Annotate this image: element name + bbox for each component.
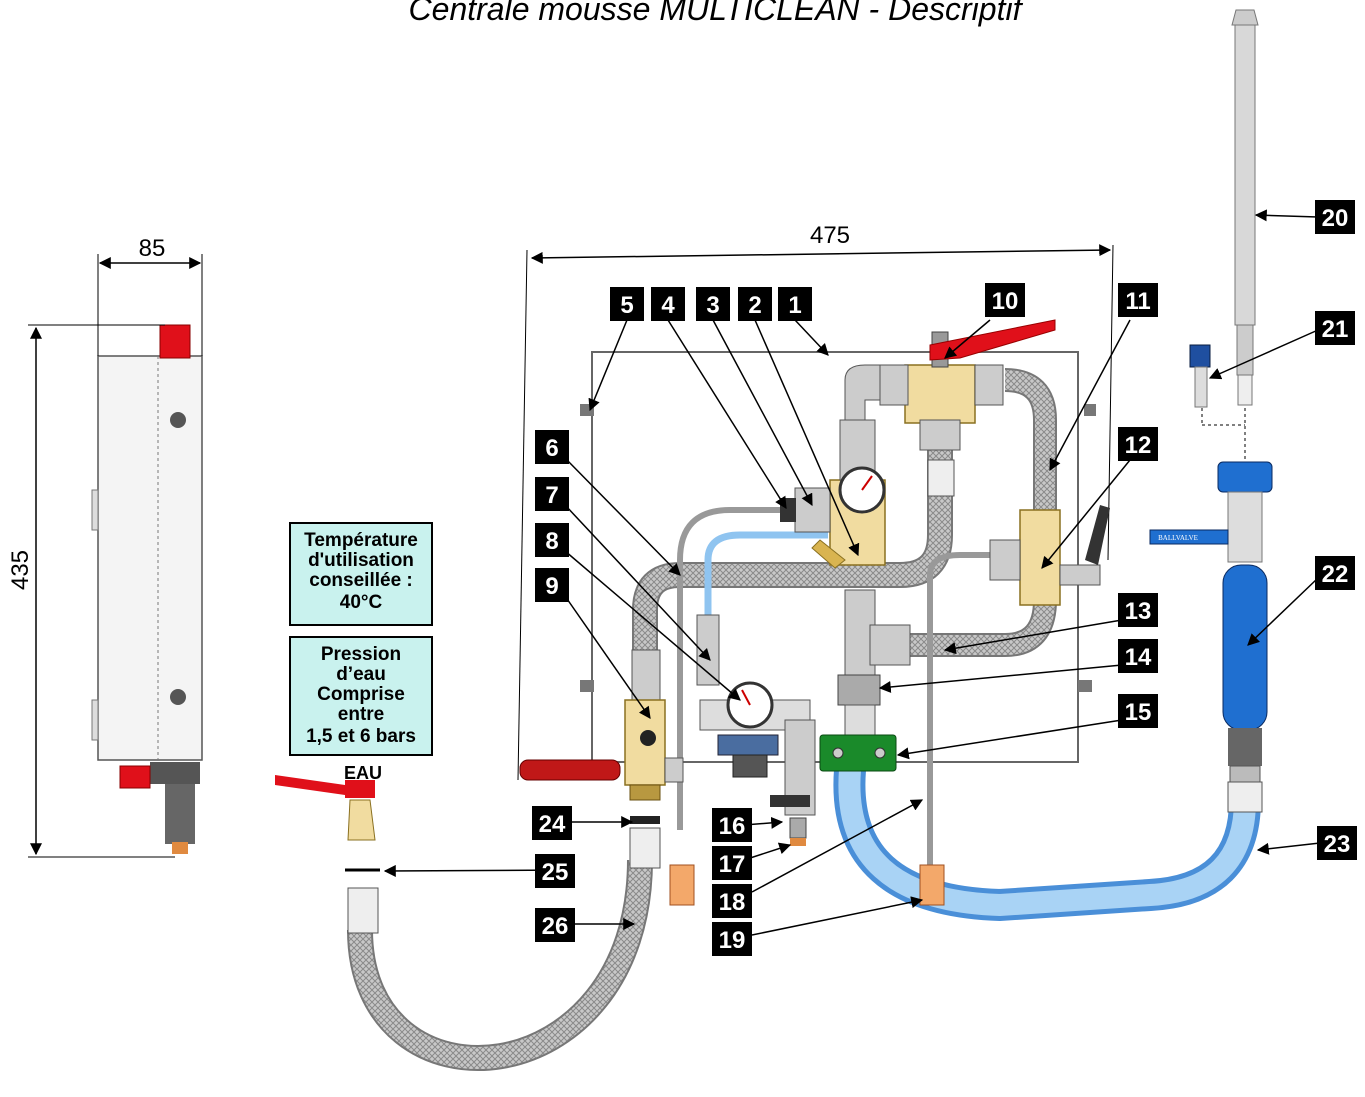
tag-15: 15 [1118,694,1158,728]
tag-6-label: 6 [545,435,558,462]
nozzle-icon [1189,344,1211,368]
tag-17-label: 17 [719,851,746,878]
depth-dimension: 85 [97,235,203,356]
tag-19: 19 [712,922,752,956]
tag-14-label: 14 [1125,644,1152,671]
tag-10-label: 10 [992,288,1019,315]
tag-19-label: 19 [719,927,746,954]
tag-26: 26 [535,908,575,942]
tag-9: 9 [535,568,569,602]
pressure-info-box: Pression d’eau Comprise entre 1,5 et 6 b… [289,636,433,756]
temperature-line-1: Température [304,530,418,551]
tag-12: 12 [1118,427,1158,461]
height-label: 435 [7,550,34,590]
suction-tube-right [927,552,1020,880]
tag-25-label: 25 [542,859,569,886]
pressure-line-2: d’eau [336,664,386,685]
tag-11-label: 11 [1125,288,1150,315]
tag-25: 25 [535,854,575,888]
tag-16: 16 [712,808,752,842]
pressure-line-3: Comprise [317,684,405,705]
ballvalve-label: BALLVALVE [1158,534,1198,542]
height-dimension: 435 [7,324,175,858]
tag-21-label: 21 [1322,316,1349,343]
pressure-line-5: 1,5 et 6 bars [306,726,416,747]
tag-6: 6 [535,430,569,464]
tag-2-label: 2 [748,292,761,319]
tag-9-label: 9 [545,573,558,600]
width-label: 475 [810,222,850,249]
tag-7-label: 7 [545,482,558,509]
tag-5-label: 5 [620,292,633,319]
tag-3: 3 [696,287,730,321]
tag-23-label: 23 [1324,831,1351,858]
page-title: Centrale mousse MULTICLEAN - Descriptif [409,0,1025,27]
width-dimension: 4 7 5 [517,222,1114,781]
tag-20-label: 20 [1322,205,1349,232]
tag-7: 7 [535,477,569,511]
blue-air-tube [704,531,828,620]
temperature-line-4: 40°C [340,592,383,613]
depth-label: 85 [139,235,166,262]
temperature-info-box: Température d'utilisation conseillée : 4… [289,522,433,626]
pressure-line-1: Pression [321,644,401,665]
leader-lines [383,209,1321,936]
tag-22-label: 22 [1322,561,1349,588]
tag-13-label: 13 [1125,598,1152,625]
ballvalve-handle-icon [1149,529,1229,545]
tag-17: 17 [712,846,752,880]
tag-23: 23 [1317,826,1357,860]
tag-26-label: 26 [542,913,569,940]
braided-hose-main [634,450,951,680]
tag-12-label: 12 [1125,432,1152,459]
tag-5: 5 [610,287,644,321]
tag-14: 14 [1118,639,1158,673]
temperature-line-3: conseillée : [309,570,413,591]
tag-10: 10 [985,283,1025,317]
tag-4-label: 4 [661,292,675,319]
tag-24: 24 [532,806,572,840]
tag-1-label: 1 [788,292,801,319]
tag-18-label: 18 [719,889,746,916]
suction-tube-left [677,507,800,830]
braided-hose-right [1004,370,1055,515]
tag-15-label: 15 [1125,699,1152,726]
tag-21: 21 [1315,311,1355,345]
foam-lance-tube [1234,24,1256,326]
eau-label: EAU [344,763,382,783]
tag-22: 22 [1315,556,1355,590]
green-bracket [819,734,897,772]
tag-20: 20 [1315,200,1355,234]
filter-left [669,864,695,906]
pressure-line-4: entre [338,704,384,725]
lance-grip [1222,564,1268,731]
main-valve-handle-icon [929,319,1056,361]
tag-4: 4 [651,287,685,321]
tag-3-label: 3 [706,292,719,319]
tag-13: 13 [1118,593,1158,627]
tag-24-label: 24 [539,811,566,838]
red-handle-icon [159,324,191,359]
tag-8-label: 8 [545,528,558,555]
temperature-line-2: d'utilisation [308,550,414,571]
side-view [91,324,203,854]
tag-1: 1 [778,287,812,321]
tag-16-label: 16 [719,813,746,840]
filter-right [919,864,945,906]
tag-11: 11 [1118,283,1158,317]
tag-8: 8 [535,523,569,557]
tag-2: 2 [738,287,772,321]
tag-18: 18 [712,884,752,918]
inlet-valve-handle-icon [519,759,621,781]
